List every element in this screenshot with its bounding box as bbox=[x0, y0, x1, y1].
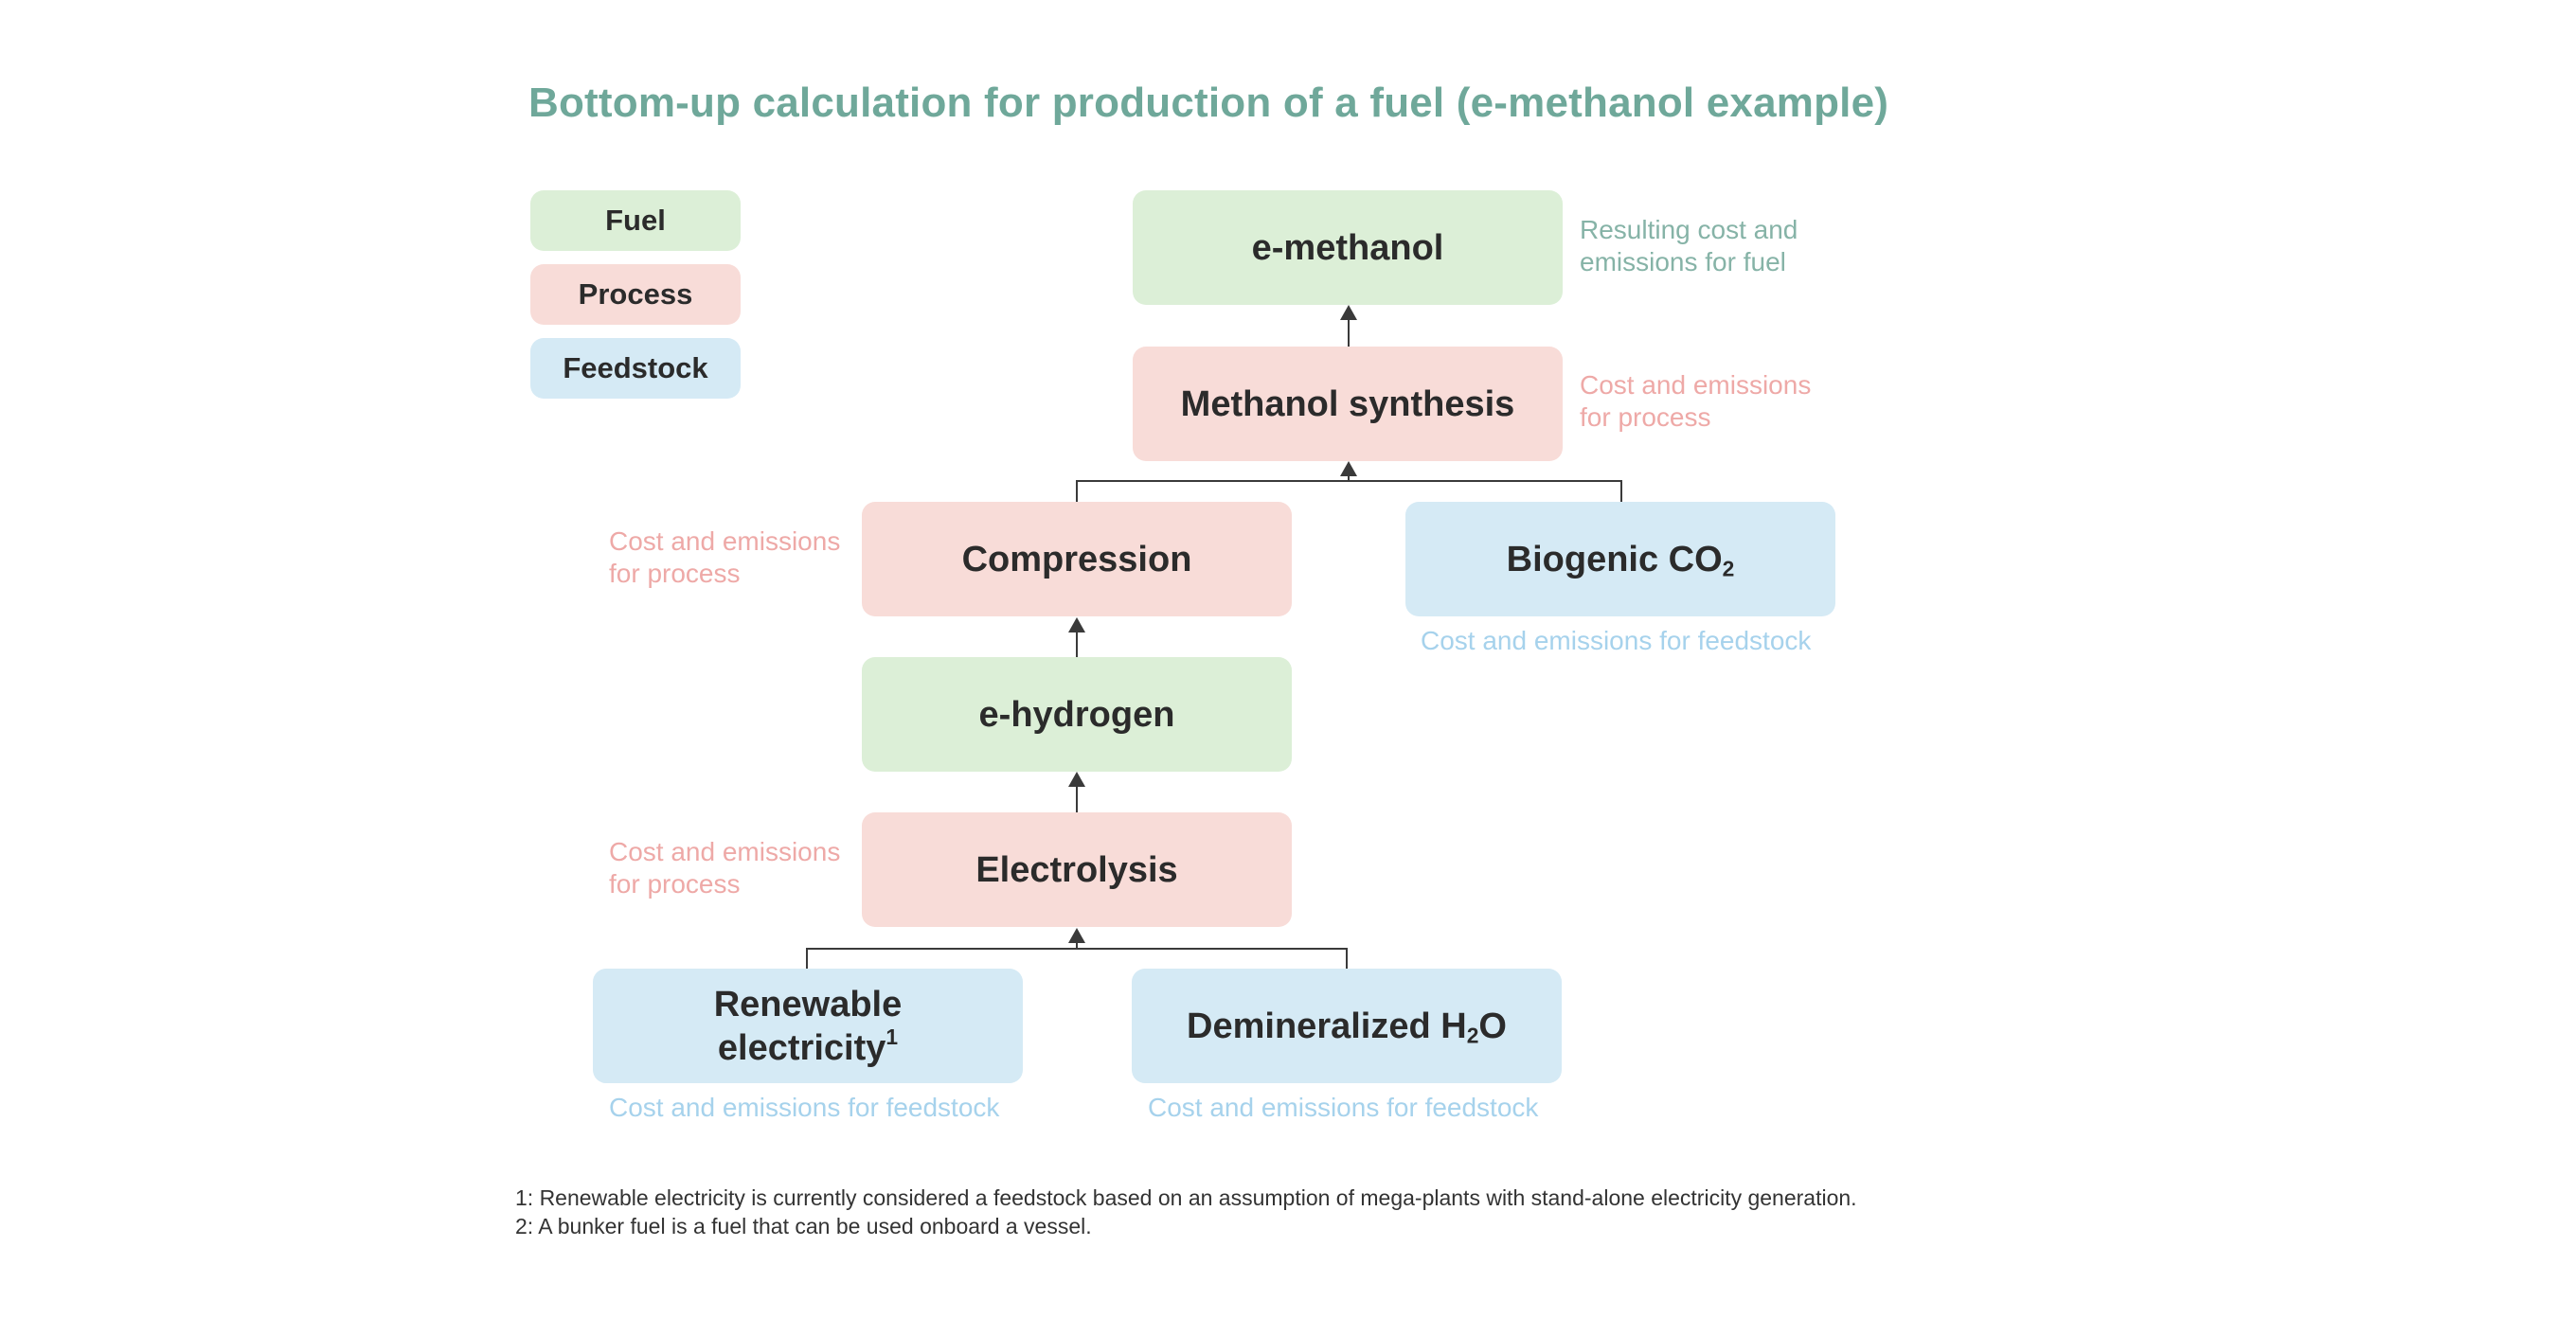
demineralized-h2o-post: O bbox=[1478, 1006, 1507, 1046]
arrowhead bbox=[1340, 461, 1357, 476]
arrowhead bbox=[1340, 305, 1357, 320]
note-process-synthesis: Cost and emissions for process bbox=[1580, 369, 1811, 434]
legend-fuel: Fuel bbox=[530, 190, 741, 251]
note-process-line1: Cost and emissions bbox=[609, 837, 841, 866]
node-methanol-synthesis: Methanol synthesis bbox=[1133, 347, 1563, 461]
renewable-electricity-line1: Renewable bbox=[713, 984, 903, 1024]
legend-feedstock-label: Feedstock bbox=[563, 351, 708, 384]
note-fuel-line2: emissions for fuel bbox=[1580, 247, 1786, 276]
renewable-electricity-line2: electricity bbox=[717, 1027, 886, 1068]
note-process-line1: Cost and emissions bbox=[1580, 370, 1812, 400]
note-feedstock-electricity: Cost and emissions for feedstock bbox=[609, 1092, 999, 1124]
demineralized-h2o-subscript: 2 bbox=[1466, 1023, 1479, 1048]
node-electrolysis-label: Electrolysis bbox=[975, 849, 1178, 890]
legend-fuel-label: Fuel bbox=[605, 204, 666, 237]
bracket-electrolysis-inputs bbox=[806, 948, 1348, 969]
node-biogenic-co2-label: Biogenic CO2 bbox=[1507, 538, 1735, 581]
note-process-line2: for process bbox=[1580, 402, 1711, 432]
note-fuel: Resulting cost and emissions for fuel bbox=[1580, 214, 1798, 278]
node-compression-label: Compression bbox=[961, 539, 1192, 579]
node-electrolysis: Electrolysis bbox=[862, 812, 1292, 927]
node-demineralized-h2o: Demineralized H2O bbox=[1132, 969, 1562, 1083]
node-biogenic-co2: Biogenic CO2 bbox=[1405, 502, 1835, 616]
note-feedstock-h2o: Cost and emissions for feedstock bbox=[1148, 1092, 1538, 1124]
note-process-line1: Cost and emissions bbox=[609, 526, 841, 556]
legend-feedstock: Feedstock bbox=[530, 338, 741, 399]
note-process-line2: for process bbox=[609, 559, 741, 588]
node-demineralized-h2o-label: Demineralized H2O bbox=[1187, 1005, 1507, 1048]
arrowhead bbox=[1068, 928, 1085, 943]
node-methanol-synthesis-label: Methanol synthesis bbox=[1180, 383, 1515, 424]
biogenic-co2-subscript: 2 bbox=[1722, 556, 1735, 581]
node-e-methanol: e-methanol bbox=[1133, 190, 1563, 305]
arrowhead bbox=[1068, 617, 1085, 632]
footnote-2: 2: A bunker fuel is a fuel that can be u… bbox=[515, 1214, 1092, 1238]
note-feedstock-co2: Cost and emissions for feedstock bbox=[1421, 625, 1811, 657]
legend-process: Process bbox=[530, 264, 741, 325]
note-feedstock-text: Cost and emissions for feedstock bbox=[1148, 1093, 1539, 1122]
node-e-hydrogen: e-hydrogen bbox=[862, 657, 1292, 772]
bracket-synthesis-inputs bbox=[1076, 480, 1622, 502]
diagram-title: Bottom-up calculation for production of … bbox=[528, 80, 1889, 126]
footnote-1: 1: Renewable electricity is currently co… bbox=[515, 1185, 1857, 1210]
node-compression: Compression bbox=[862, 502, 1292, 616]
note-process-line2: for process bbox=[609, 869, 741, 899]
legend-process-label: Process bbox=[578, 277, 693, 311]
demineralized-h2o-pre: Demineralized H bbox=[1187, 1006, 1467, 1046]
note-process-electrolysis: Cost and emissions for process bbox=[609, 836, 840, 900]
biogenic-co2-text: Biogenic CO bbox=[1506, 539, 1723, 579]
node-e-hydrogen-label: e-hydrogen bbox=[978, 694, 1175, 735]
arrowhead bbox=[1068, 772, 1085, 787]
note-process-compression: Cost and emissions for process bbox=[609, 525, 840, 590]
note-fuel-line1: Resulting cost and bbox=[1580, 215, 1798, 244]
note-feedstock-text: Cost and emissions for feedstock bbox=[1421, 626, 1812, 655]
node-e-methanol-label: e-methanol bbox=[1251, 227, 1444, 268]
renewable-electricity-footnote-mark: 1 bbox=[886, 1024, 899, 1049]
note-feedstock-text: Cost and emissions for feedstock bbox=[609, 1093, 1000, 1122]
